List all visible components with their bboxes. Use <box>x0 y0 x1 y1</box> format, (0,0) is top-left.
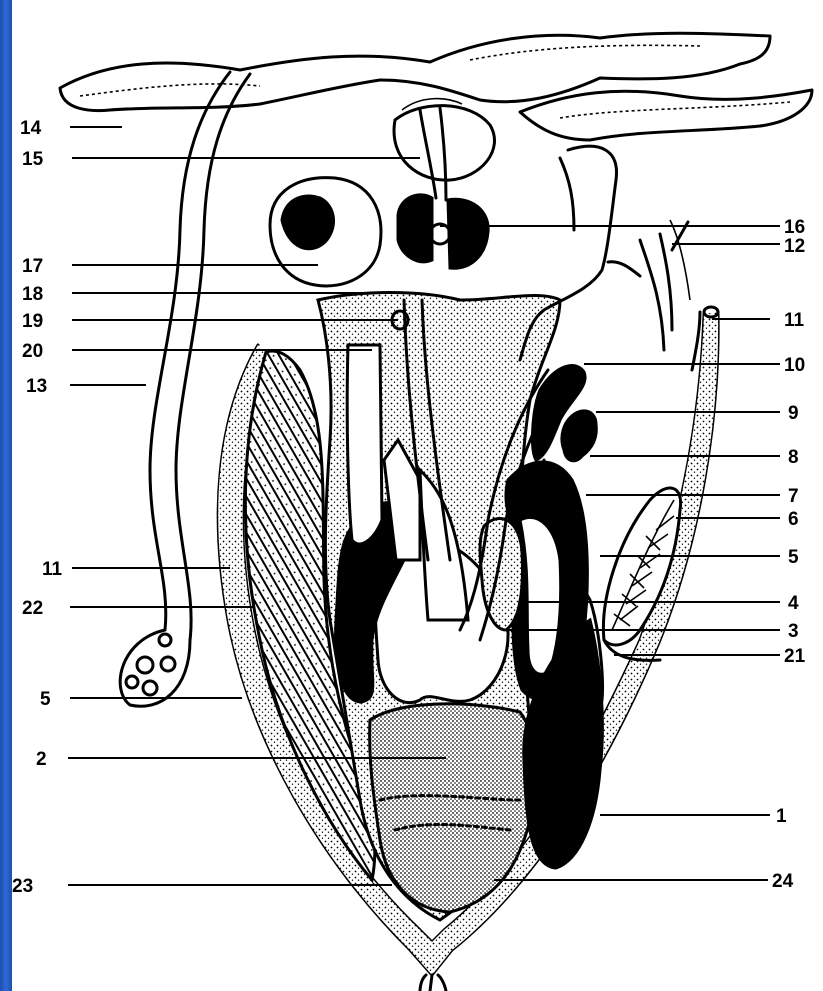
label-4: 4 <box>788 593 799 614</box>
eye-region <box>270 99 494 286</box>
label-5-left: 5 <box>40 689 51 710</box>
label-13: 13 <box>26 376 47 397</box>
label-9: 9 <box>788 403 799 424</box>
label-16: 16 <box>784 217 805 238</box>
labels-left: 14 15 17 18 19 20 13 11 22 5 2 23 <box>12 118 63 897</box>
label-7: 7 <box>788 486 799 507</box>
label-11-left: 11 <box>42 559 63 580</box>
label-8: 8 <box>788 447 799 468</box>
label-12: 12 <box>784 236 805 257</box>
label-11-right: 11 <box>784 310 805 331</box>
label-22: 22 <box>22 598 43 619</box>
oral-disc <box>60 33 812 140</box>
label-21: 21 <box>784 646 806 667</box>
label-18: 18 <box>22 284 43 305</box>
label-19: 19 <box>22 311 43 332</box>
label-6: 6 <box>788 509 799 530</box>
label-10: 10 <box>784 355 805 376</box>
label-15: 15 <box>22 149 44 170</box>
label-5-right: 5 <box>788 547 799 568</box>
label-14: 14 <box>20 118 42 139</box>
label-23: 23 <box>12 876 33 897</box>
label-1: 1 <box>776 806 787 827</box>
label-2: 2 <box>36 749 47 770</box>
labels-right: 16 12 11 10 9 8 7 6 5 4 3 21 1 24 <box>772 217 806 892</box>
label-3: 3 <box>788 621 799 642</box>
label-20: 20 <box>22 341 43 362</box>
label-17: 17 <box>22 256 43 277</box>
label-24: 24 <box>772 871 794 892</box>
